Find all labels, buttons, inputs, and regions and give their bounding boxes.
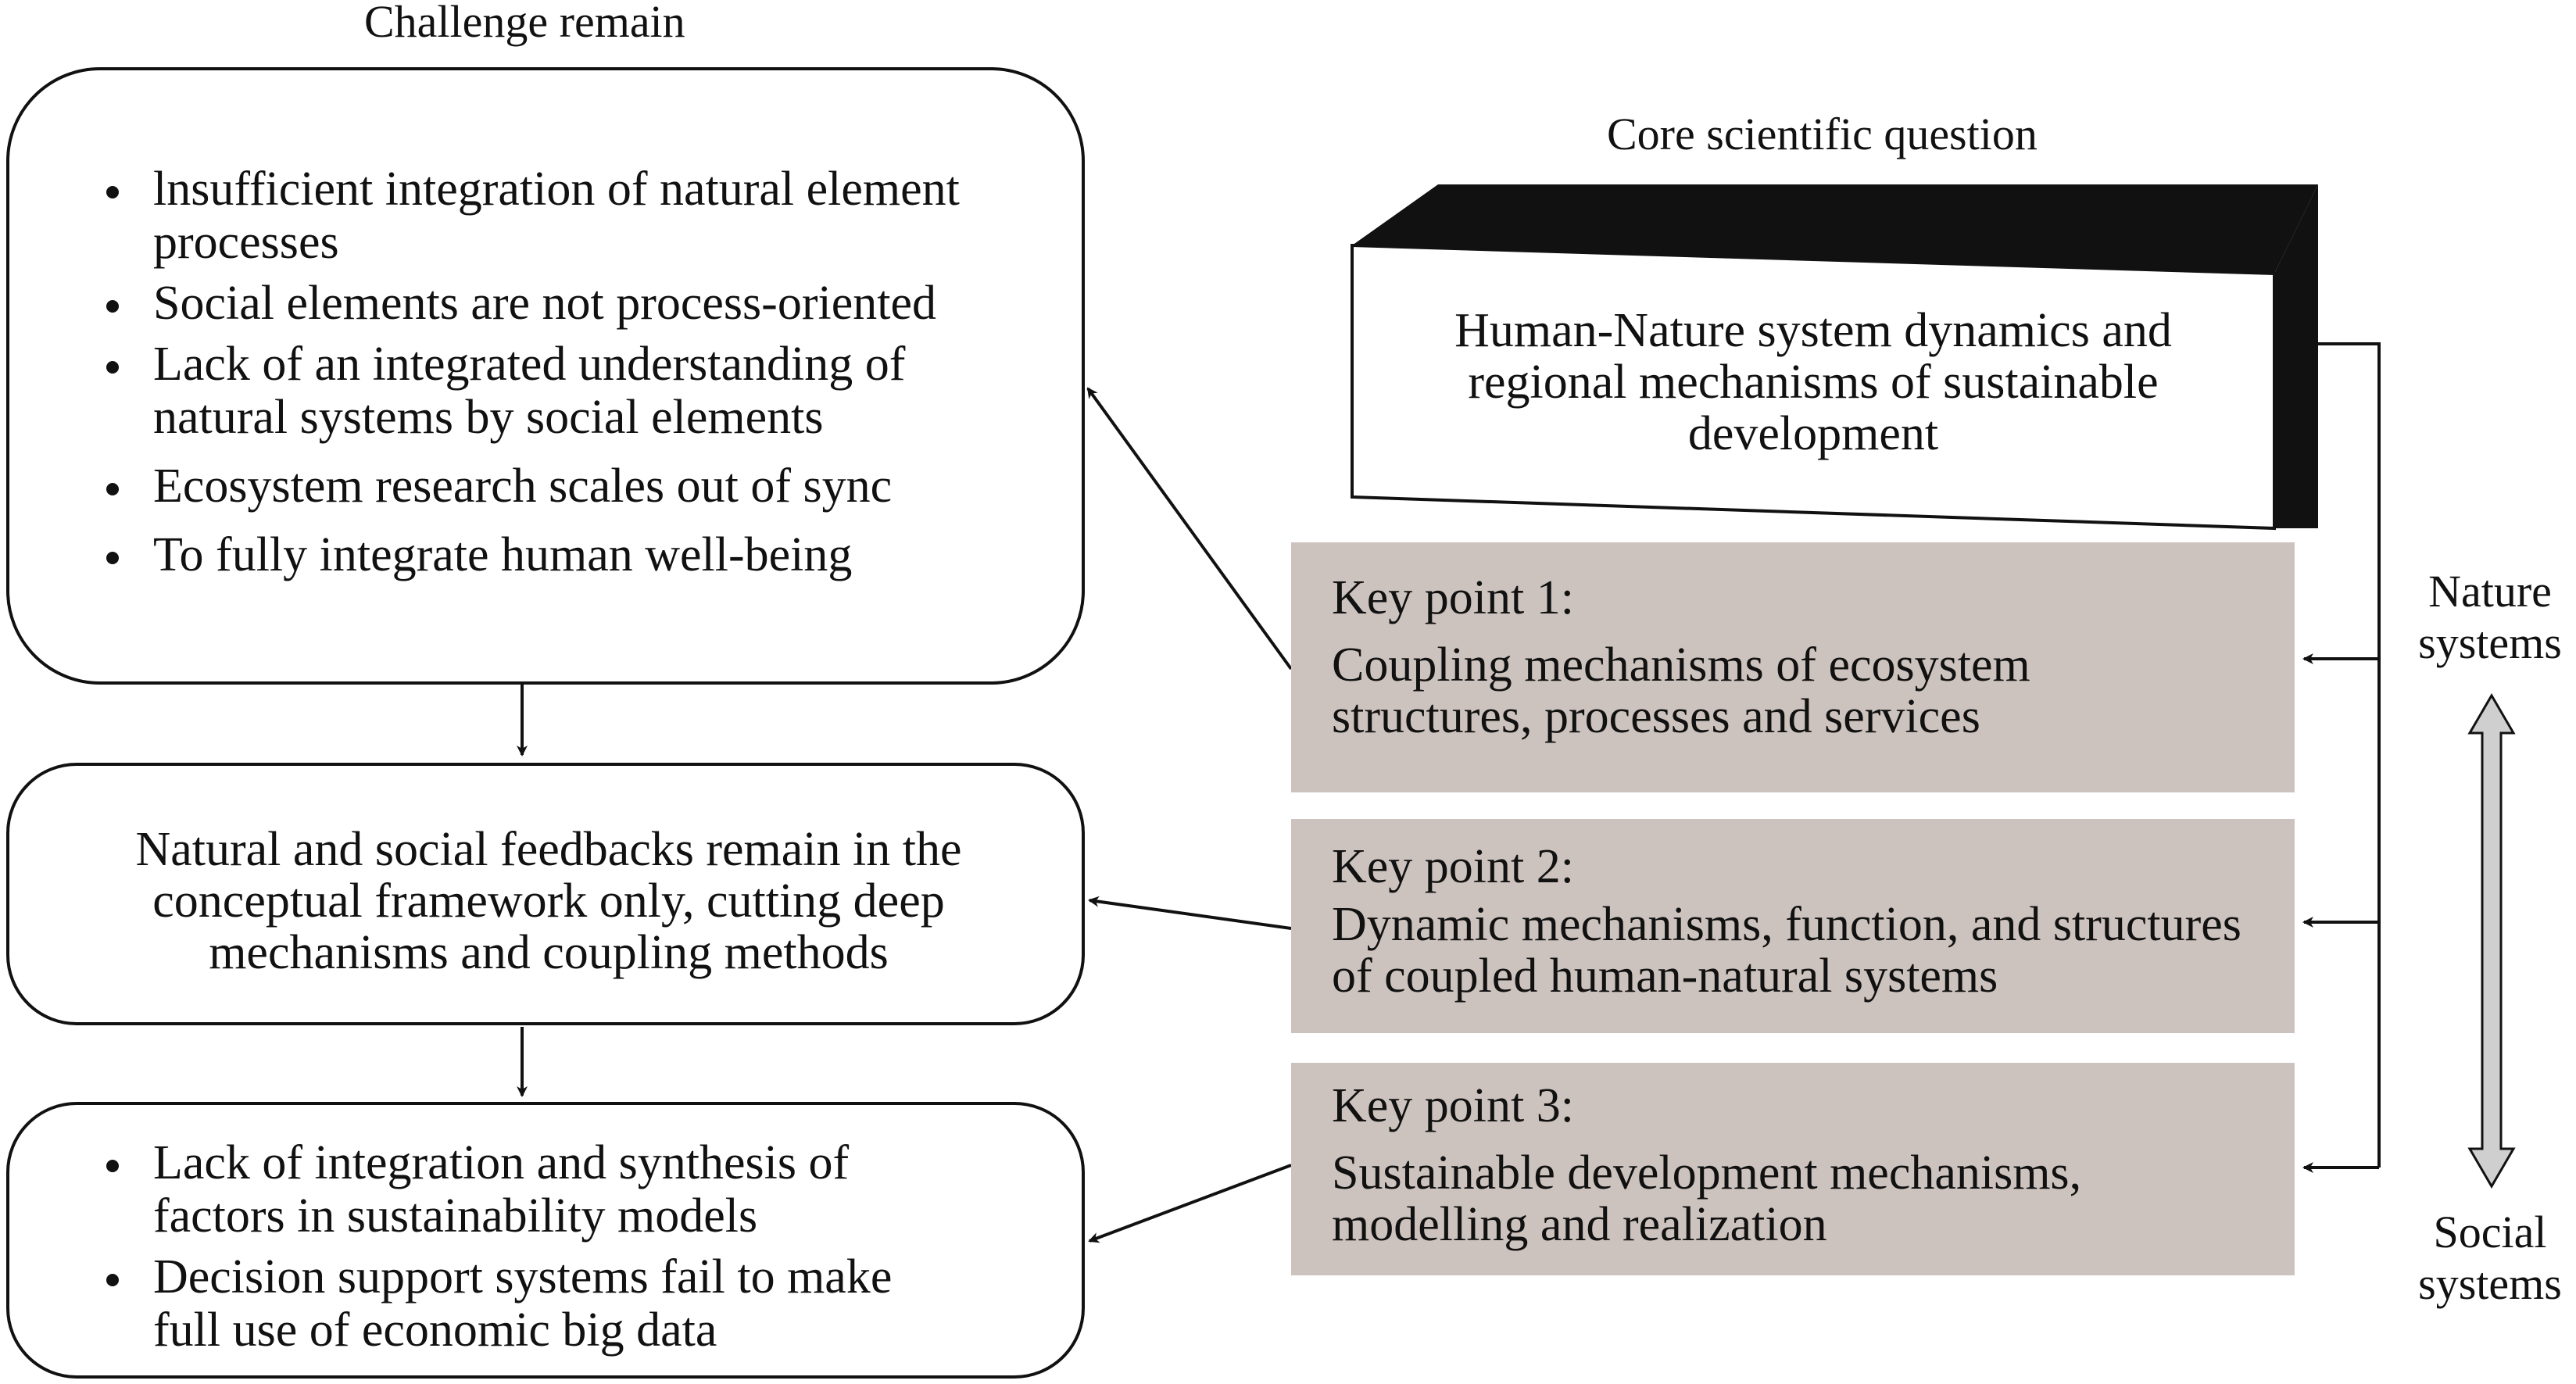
key-point-1: Key point 1: Coupling mechanisms of ecos… [1291,542,2295,792]
key-point-3: Key point 3: Sustainable development mec… [1291,1063,2295,1275]
challenge-item: Decision support systems fail to make fu… [97,1250,957,1357]
core-bracket-line [2318,342,2381,1168]
core-question-text: Human-Nature system dynamics and regiona… [1454,304,2172,460]
challenge-title: Challenge remain [364,0,685,47]
key-point-2-label: Key point 2: [1332,840,1574,893]
arrow-kp1-to-box1 [1086,387,1293,671]
challenge-item: Social elements are not process-oriented [97,277,1050,330]
challenge-box-3-list: Lack of integration and synthesis of fac… [97,1136,957,1364]
challenge-box-2: Natural and social feedbacks remain in t… [6,763,1085,1025]
nature-systems-label: Nature systems [2418,566,2562,668]
challenge-item: lnsufficient integration of natural elem… [97,163,1050,269]
key-point-1-text: Coupling mechanisms of ecosystem structu… [1332,638,2030,743]
key-point-3-text: Sustainable development mechanisms, mode… [1332,1146,2082,1251]
key-point-1-label: Key point 1: [1332,571,1574,624]
key-point-3-label: Key point 3: [1332,1079,1574,1132]
key-point-2-text: Dynamic mechanisms, function, and struct… [1332,898,2241,1003]
key-point-2: Key point 2: Dynamic mechanisms, functio… [1291,819,2295,1033]
challenge-box-2-text: Natural and social feedbacks remain in t… [135,823,962,979]
challenge-box-1: lnsufficient integration of natural elem… [6,67,1085,685]
social-systems-label: Social systems [2418,1207,2562,1309]
core-title: Core scientific question [1607,109,2038,159]
core-box-side-face [2274,184,2318,528]
challenge-item: To fully integrate human well-being [97,528,1050,581]
arrow-kp3-to-box3 [1088,1164,1292,1243]
double-arrow-icon [2467,693,2516,1189]
challenge-item: Lack of integration and synthesis of fac… [97,1136,957,1243]
challenge-box-3: Lack of integration and synthesis of fac… [6,1102,1085,1379]
core-box-front-face [1351,243,2276,531]
challenge-item: Lack of an integrated understanding of n… [97,338,1050,444]
challenge-box-1-list: lnsufficient integration of natural elem… [97,163,1050,589]
challenge-item: Ecosystem research scales out of sync [97,460,1050,513]
arrow-kp2-to-box2 [1088,896,1292,930]
